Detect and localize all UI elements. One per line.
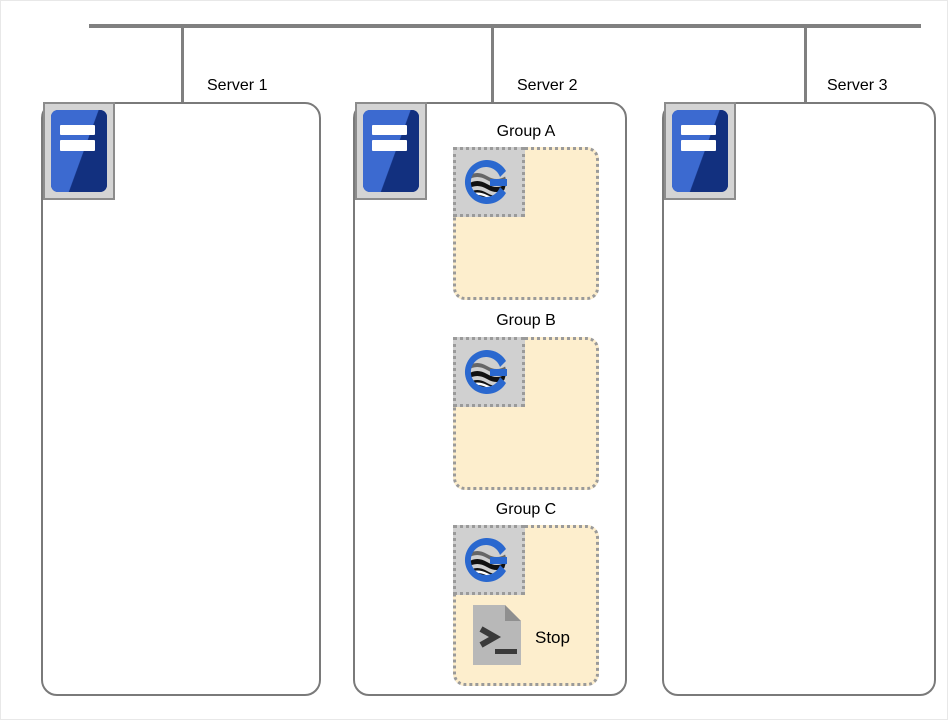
server-icon-bar bbox=[59, 124, 95, 136]
network-bus-line bbox=[89, 24, 921, 28]
server-label-3: Server 3 bbox=[827, 77, 888, 94]
group-label-b: Group B bbox=[496, 312, 556, 329]
group-label-a: Group A bbox=[496, 123, 556, 140]
server-drop-line-1 bbox=[181, 27, 184, 103]
server-icon-sheen bbox=[363, 110, 419, 192]
server-icon-sheen bbox=[672, 110, 728, 192]
glassfish-icon[interactable] bbox=[453, 147, 525, 217]
server-label-1: Server 1 bbox=[207, 77, 268, 94]
server-icon[interactable] bbox=[664, 102, 736, 200]
script-label-stop: Stop bbox=[535, 627, 570, 647]
server-icon-body bbox=[51, 110, 107, 192]
script-icon bbox=[471, 603, 523, 672]
server-icon-bar bbox=[680, 124, 716, 136]
glassfish-glyph bbox=[464, 350, 507, 394]
server-icon-bar bbox=[371, 124, 407, 136]
server-icon[interactable] bbox=[355, 102, 427, 200]
server-icon-bar bbox=[59, 140, 95, 151]
server-icon-body bbox=[363, 110, 419, 192]
server-label-2: Server 2 bbox=[517, 77, 578, 94]
group-label-c: Group C bbox=[495, 501, 557, 518]
server-icon-bar bbox=[371, 140, 407, 151]
server-panel-1[interactable] bbox=[41, 102, 321, 696]
glassfish-icon[interactable] bbox=[453, 525, 525, 595]
server-icon-body bbox=[672, 110, 728, 192]
server-icon-bar bbox=[680, 140, 716, 151]
server-panel-3[interactable] bbox=[662, 102, 936, 696]
server-drop-line-2 bbox=[491, 27, 494, 103]
server-icon[interactable] bbox=[43, 102, 115, 200]
glassfish-icon[interactable] bbox=[453, 337, 525, 407]
glassfish-glyph bbox=[464, 538, 507, 582]
glassfish-glyph bbox=[464, 160, 507, 204]
server-icon-sheen bbox=[51, 110, 107, 192]
server-drop-line-3 bbox=[804, 27, 807, 103]
script-item-stop[interactable]: Stop bbox=[471, 603, 570, 672]
